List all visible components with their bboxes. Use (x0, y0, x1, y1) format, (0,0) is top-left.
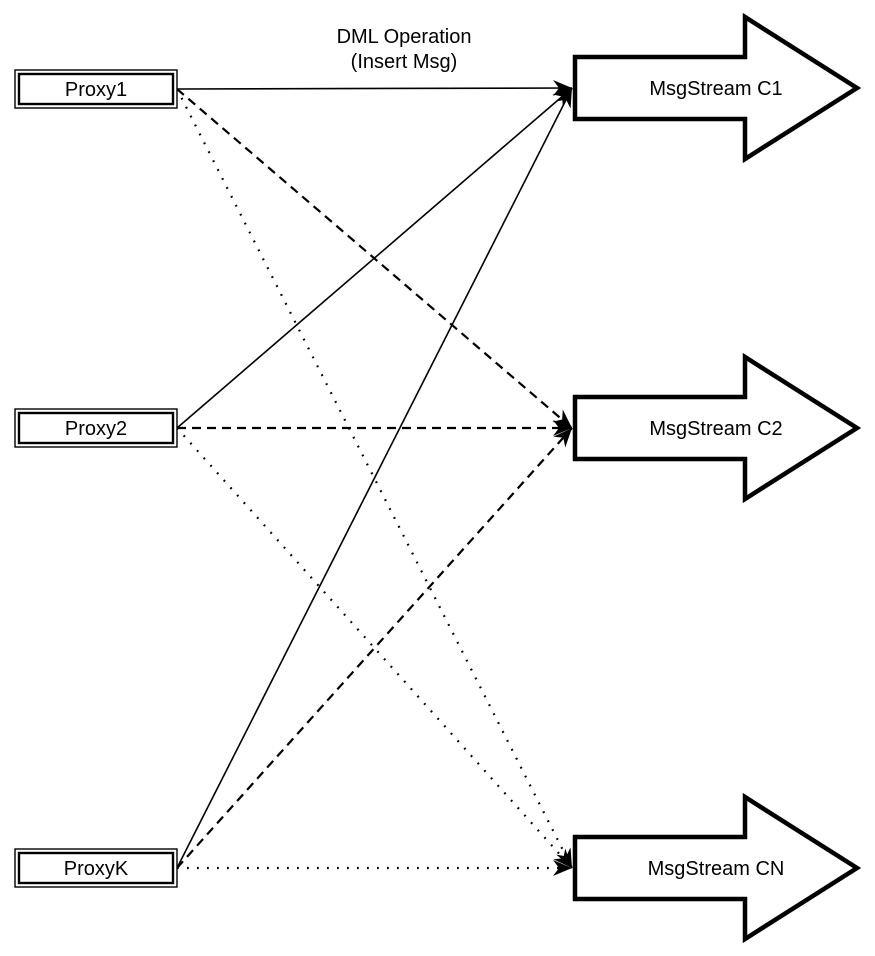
edge-proxy1-to-c2 (176, 88, 573, 429)
edges (176, 80, 573, 876)
diagram-title: DML Operation (Insert Msg) (337, 26, 472, 73)
proxy-node-proxyk: ProxyK (14, 848, 178, 888)
edge-proxyk-to-c1 (176, 87, 573, 869)
proxyk-box-inner-border (17, 851, 175, 885)
stream-node-c2: MsgStream C2 (572, 352, 862, 504)
msgstream-cn-label: MsgStream CN (648, 858, 785, 880)
proxyk-label: ProxyK (64, 858, 129, 880)
stream-node-cn: MsgStream CN (572, 792, 862, 944)
proxy1-box-inner-border (17, 72, 175, 106)
title-line1: DML Operation (337, 26, 472, 48)
proxy-node-proxy1: Proxy1 (14, 69, 178, 109)
proxy2-label: Proxy2 (65, 418, 127, 440)
proxy2-box-inner-border (17, 411, 175, 445)
msgstream-c2-label: MsgStream C2 (649, 418, 782, 440)
edge-proxy1-to-c1 (176, 80, 573, 97)
title-line2: (Insert Msg) (351, 51, 458, 73)
msgstream-c2-arrow-shape (572, 352, 862, 504)
edge-proxyk-to-c2 (176, 427, 573, 869)
proxy-node-proxy2: Proxy2 (14, 408, 178, 448)
msgstream-c1-label: MsgStream C1 (649, 78, 782, 100)
msgstream-cn-arrow-shape (572, 792, 862, 944)
proxy1-box (14, 69, 178, 109)
msgstream-c1-arrow-shape (572, 12, 862, 164)
stream-node-c1: MsgStream C1 (572, 12, 862, 164)
proxy1-label: Proxy1 (65, 79, 127, 101)
proxyk-box (14, 848, 178, 888)
proxy2-box (14, 408, 178, 448)
